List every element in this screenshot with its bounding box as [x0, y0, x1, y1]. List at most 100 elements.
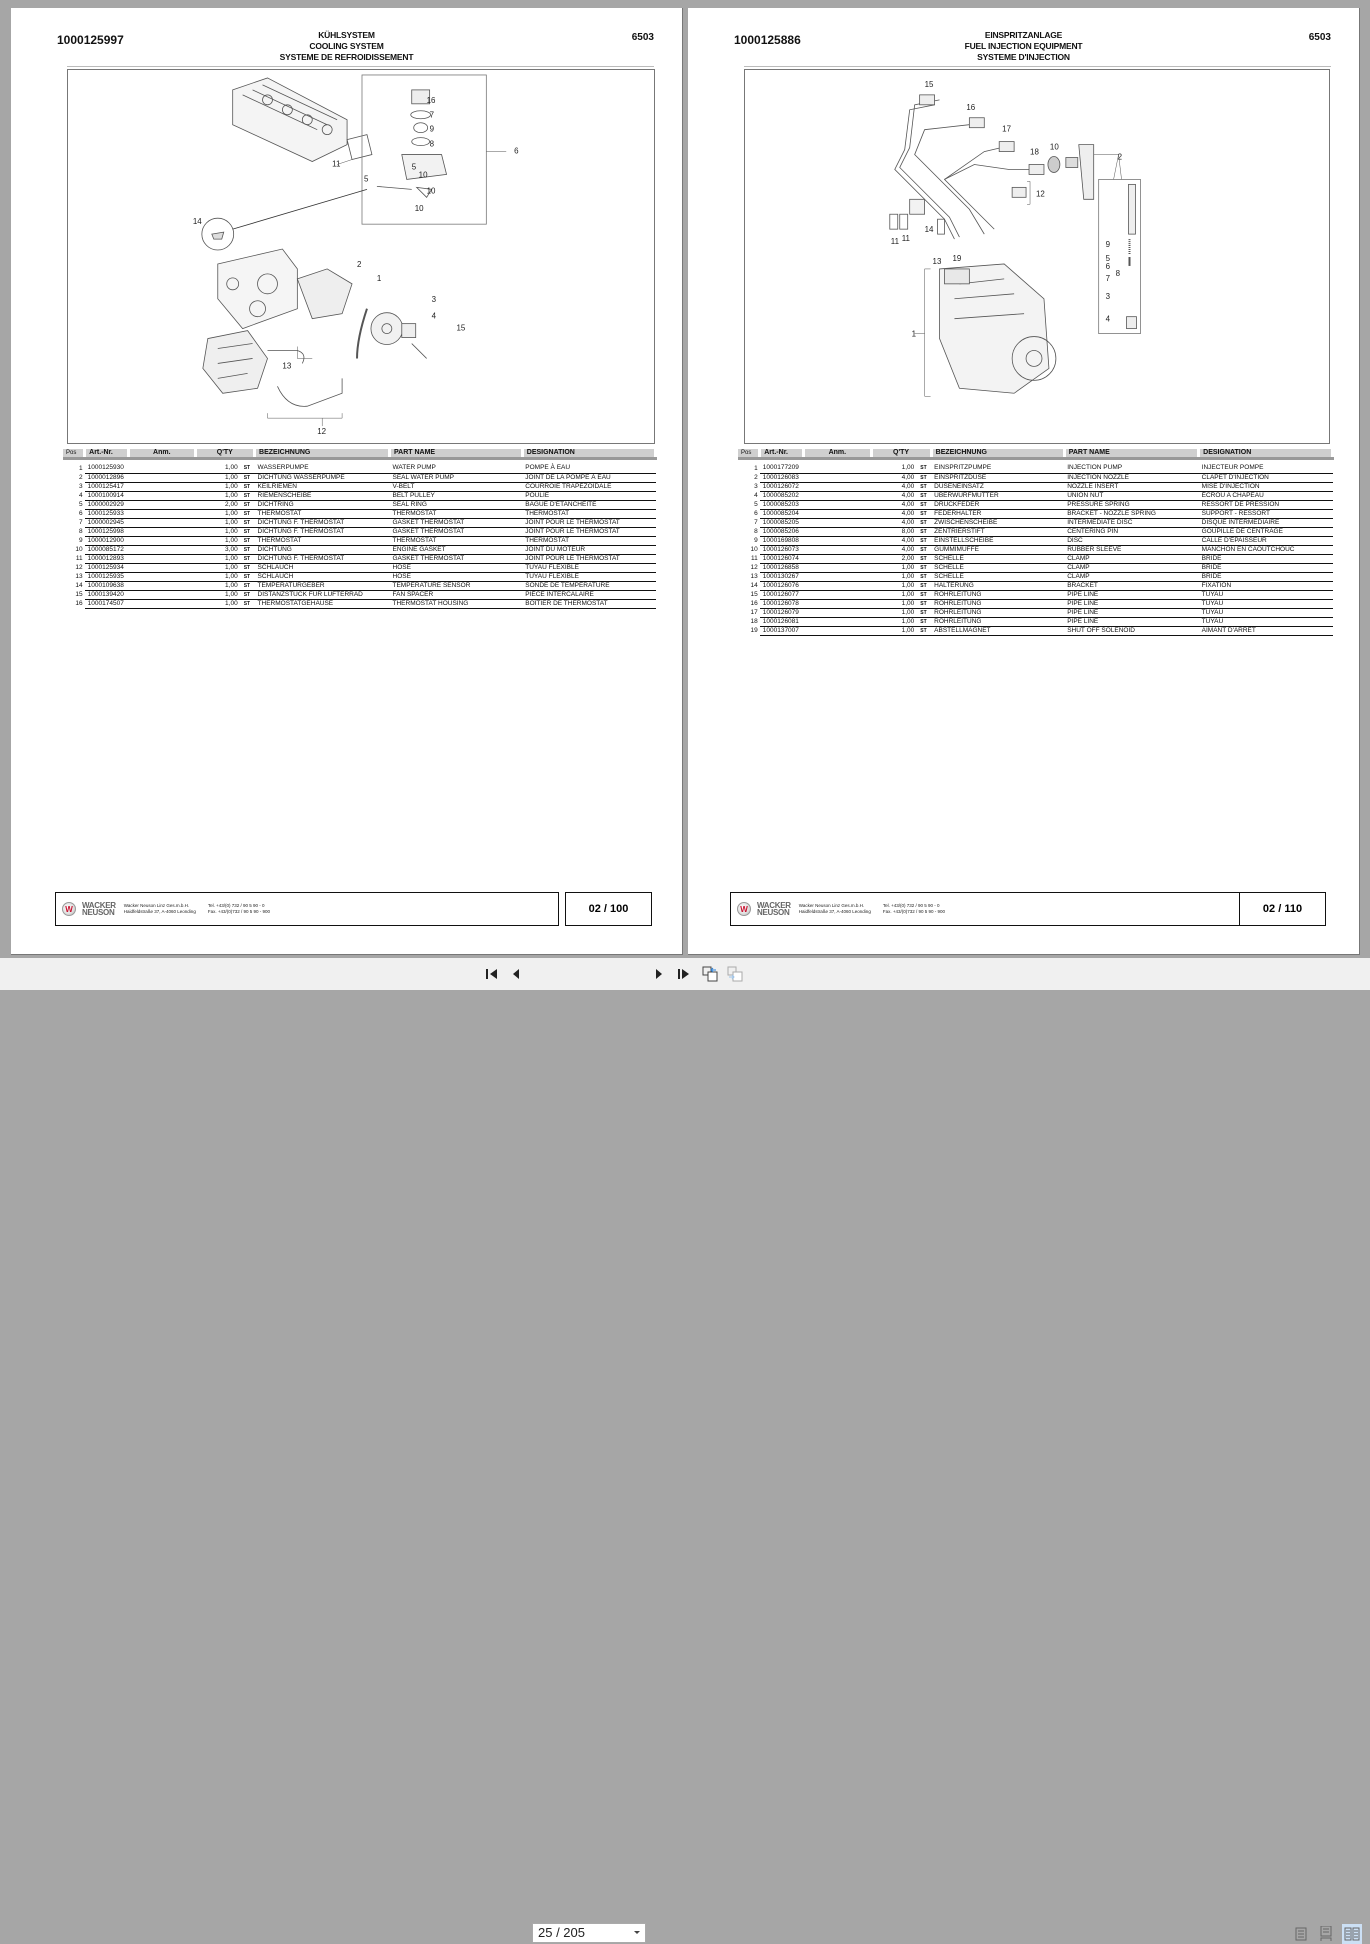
row-part-name: CLAMP — [1064, 554, 1199, 564]
page-reference: 02 / 100 — [565, 892, 652, 926]
facing-pages-view-button[interactable] — [1342, 1924, 1362, 1944]
row-bezeichnung: THERMOSTAT — [254, 536, 390, 546]
row-part-name: UNION NUT — [1064, 491, 1199, 501]
row-art-nr: 1000085203 — [759, 500, 804, 510]
row-anm — [803, 617, 872, 627]
row-designation: SONDE DE TEMPÉRATURE — [522, 581, 656, 591]
row-qty: 4,00 — [871, 509, 918, 519]
row-part-name: BRACKET — [1064, 581, 1199, 591]
row-anm — [128, 527, 196, 537]
svg-text:11: 11 — [902, 234, 911, 243]
next-view-button[interactable] — [727, 966, 743, 982]
title-german: EINSPRITZANLAGE — [984, 30, 1063, 40]
single-page-view-button[interactable] — [1291, 1924, 1311, 1944]
row-qty: 1,00 — [871, 608, 918, 618]
previous-page-button[interactable] — [508, 966, 524, 982]
row-art-nr: 1000130267 — [759, 572, 804, 582]
row-designation: TUYAU — [1198, 608, 1333, 618]
row-unit: ST — [917, 581, 932, 591]
parts-list-table: Pos Art.-Nr. Anm. Q'TY BEZEICHNUNG PART … — [63, 449, 658, 609]
row-bezeichnung: HALTERUNG — [931, 581, 1065, 591]
row-designation: BRIDE — [1198, 572, 1333, 582]
svg-text:17: 17 — [1002, 125, 1011, 134]
row-part-name: CLAMP — [1064, 563, 1199, 573]
row-anm — [128, 590, 196, 600]
row-unit: ST — [917, 482, 932, 492]
row-unit: ST — [240, 500, 255, 510]
row-anm — [803, 518, 872, 528]
row-art-nr: 1000126081 — [759, 617, 804, 627]
row-anm — [128, 554, 196, 564]
row-art-nr: 1000085206 — [759, 527, 804, 537]
first-page-button[interactable] — [484, 966, 500, 982]
row-part-name: HOSE — [389, 572, 523, 582]
company-address: Wacker Neuson Linz Ges.m.b.H. Haidfeldst… — [124, 903, 196, 915]
row-qty: 4,00 — [871, 536, 918, 546]
header-designation: DESIGNATION — [1198, 449, 1334, 460]
svg-text:16: 16 — [966, 103, 975, 112]
row-anm — [803, 500, 872, 510]
row-anm — [803, 599, 872, 609]
header-part-name: PART NAME — [389, 449, 524, 460]
row-bezeichnung: DRUCKFEDER — [931, 500, 1065, 510]
row-part-name: SEAL RING — [389, 500, 523, 510]
continuous-view-button[interactable] — [1316, 1924, 1336, 1944]
row-designation: TUYAU — [1198, 599, 1333, 609]
row-anm — [128, 473, 196, 483]
svg-text:8: 8 — [430, 140, 435, 149]
document-viewport[interactable]: 1000125997 KÜHLSYSTEM COOLING SYSTEM SYS… — [0, 0, 1370, 958]
page-number-select[interactable]: 25 / 205 — [532, 1923, 646, 1943]
row-art-nr: 1000125417 — [84, 482, 129, 492]
header-part-name: PART NAME — [1064, 449, 1201, 460]
title-english: COOLING SYSTEM — [309, 41, 384, 51]
header-art-nr: Art.-Nr. — [759, 449, 806, 460]
title-french: SYSTEME D'INJECTION — [977, 52, 1070, 62]
row-anm — [803, 626, 872, 636]
row-part-name: GASKET THERMOSTAT — [389, 518, 523, 528]
row-qty: 1,00 — [871, 599, 918, 609]
table-header-row: Pos Art.-Nr. Anm. Q'TY BEZEICHNUNG PART … — [63, 449, 658, 460]
row-qty: 1,00 — [871, 617, 918, 627]
previous-view-button[interactable] — [702, 966, 718, 982]
row-bezeichnung: GUMMIMUFFE — [931, 545, 1065, 555]
brand-line-2: NEUSON — [82, 908, 115, 917]
row-part-name: GASKET THERMOSTAT — [389, 527, 523, 537]
row-anm — [128, 491, 196, 501]
row-bezeichnung: ABSTELLMAGNET — [931, 626, 1065, 636]
svg-text:3: 3 — [432, 295, 437, 304]
title-english: FUEL INJECTION EQUIPMENT — [964, 41, 1083, 51]
row-anm — [128, 572, 196, 582]
row-pos: 15 — [75, 590, 83, 598]
title-divider — [67, 66, 654, 67]
row-qty: 1,00 — [195, 581, 241, 591]
row-bezeichnung: RIEMENSCHEIBE — [254, 491, 390, 501]
row-qty: 1,00 — [871, 563, 918, 573]
row-designation: CLAPET D'INJECTION — [1198, 473, 1333, 483]
row-anm — [803, 464, 872, 474]
svg-text:5: 5 — [412, 162, 417, 171]
row-unit: ST — [917, 572, 932, 582]
row-bezeichnung: DICHTUNG F. THERMOSTAT — [254, 554, 390, 564]
header-pos: Pos — [63, 449, 87, 460]
row-bezeichnung: DICHTUNG F. THERMOSTAT — [254, 518, 390, 528]
continuous-page-icon — [1320, 1926, 1332, 1941]
last-page-button[interactable] — [676, 966, 692, 982]
row-art-nr: 1000085205 — [759, 518, 804, 528]
row-qty: 8,00 — [871, 527, 918, 537]
company-name: Wacker Neuson Linz Ges.m.b.H. — [123, 903, 190, 908]
next-page-button[interactable] — [651, 966, 667, 982]
row-part-name: SHUT OFF SOLENOID — [1064, 626, 1199, 636]
header-pos: Pos — [738, 449, 762, 460]
row-art-nr: 1000002929 — [84, 500, 129, 510]
company-name: Wacker Neuson Linz Ges.m.b.H. — [798, 903, 865, 908]
row-pos: 4 — [79, 491, 83, 499]
